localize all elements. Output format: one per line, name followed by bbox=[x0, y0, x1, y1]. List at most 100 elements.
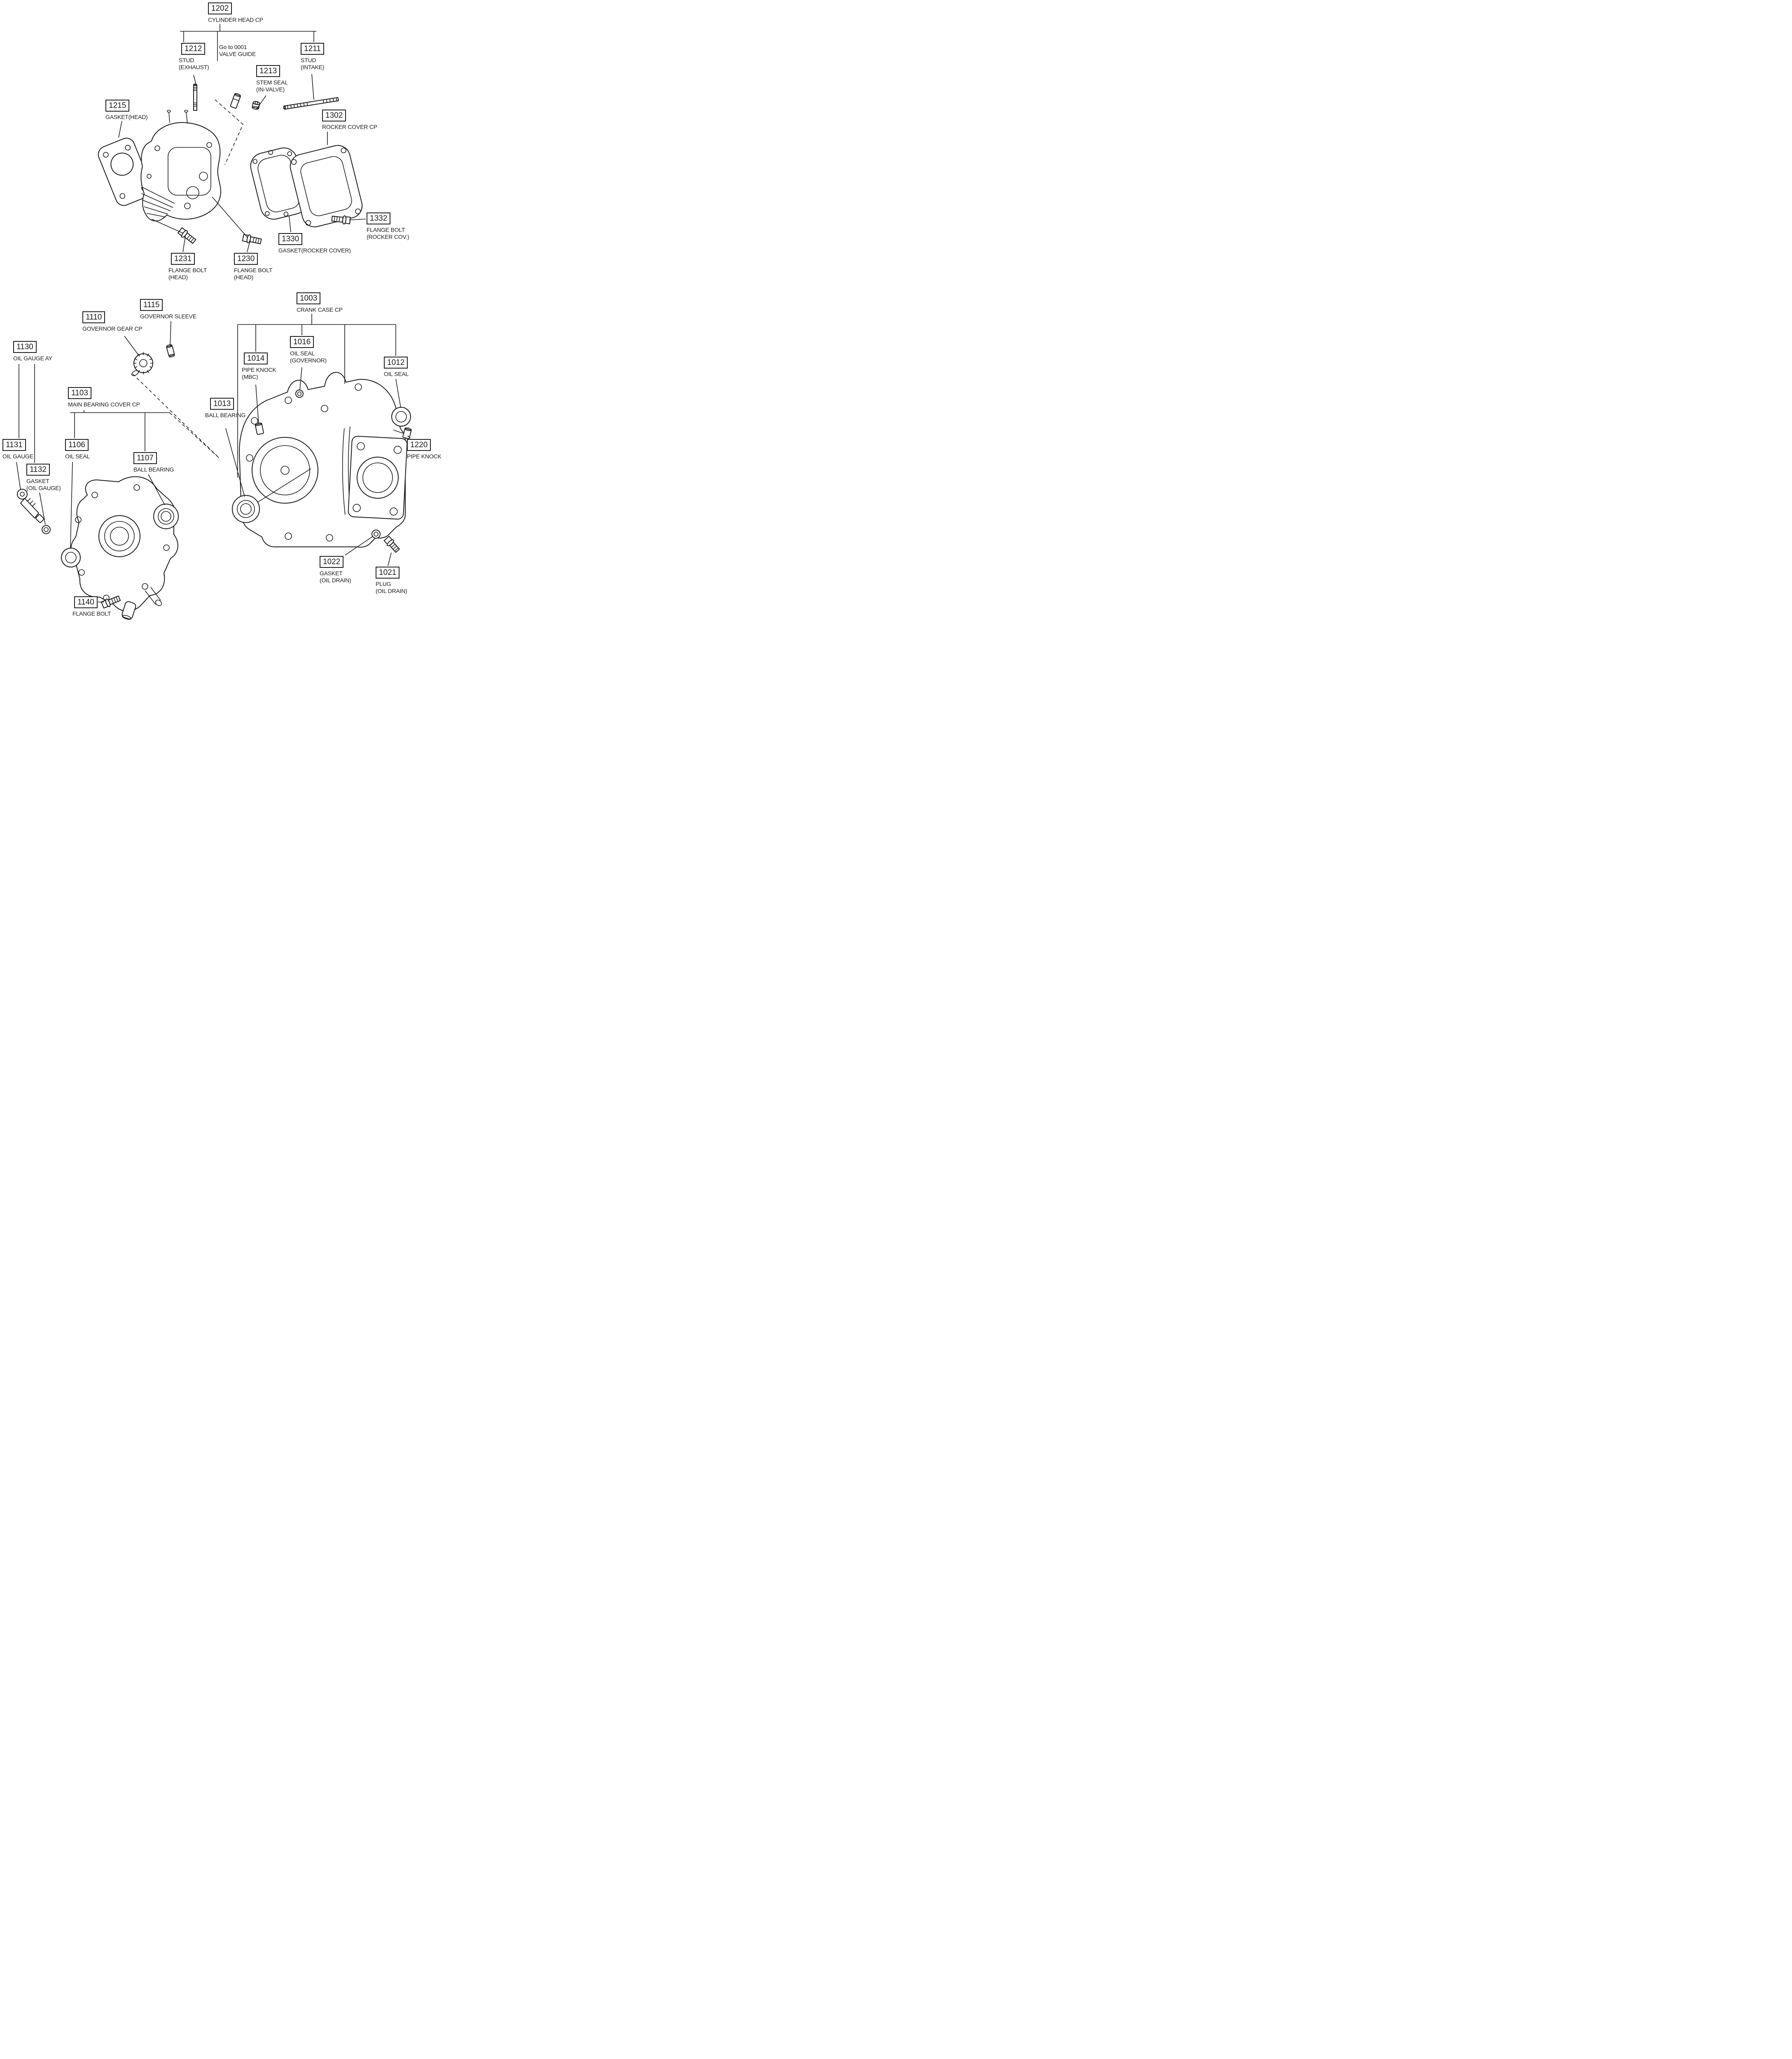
part-caption-1021: PLUG (OIL DRAIN) bbox=[376, 581, 407, 594]
part-caption-1013: BALL BEARING bbox=[205, 412, 246, 418]
part-number-1215: 1215 bbox=[105, 100, 130, 112]
pipe-knock-mbc-drawing bbox=[255, 423, 264, 435]
part-number-1022: 1022 bbox=[320, 556, 344, 568]
part-label-1220: 1220 PIPE KNOCK bbox=[407, 439, 442, 460]
part-caption-1220: PIPE KNOCK bbox=[407, 453, 442, 460]
part-number-1016: 1016 bbox=[290, 336, 314, 348]
part-caption-1230: FLANGE BOLT (HEAD) bbox=[234, 267, 273, 280]
stem-seal-drawing bbox=[252, 101, 260, 110]
part-label-1330: 1330 GASKET(ROCKER COVER) bbox=[278, 233, 351, 254]
part-caption-1212: STUD (EXHAUST) bbox=[179, 57, 209, 70]
part-label-1115: 1115 GOVERNOR SLEEVE bbox=[140, 299, 196, 320]
part-label-1013: 1013 BALL BEARING bbox=[205, 398, 245, 419]
part-caption-1003: CRANK CASE CP bbox=[297, 306, 343, 313]
part-number-1231: 1231 bbox=[171, 253, 195, 265]
part-label-1106: 1106 OIL SEAL bbox=[65, 439, 90, 460]
part-label-1215: 1215 GASKET(HEAD) bbox=[105, 100, 148, 121]
part-caption-1332: FLANGE BOLT (ROCKER COV.) bbox=[367, 226, 409, 240]
part-label-1014: 1014 PIPE KNOCK (MBC) bbox=[242, 353, 276, 381]
part-caption-1107: BALL BEARING bbox=[133, 466, 174, 473]
part-caption-1132: GASKET (OIL GAUGE) bbox=[26, 478, 61, 491]
part-number-1132: 1132 bbox=[26, 464, 50, 476]
part-number-1115: 1115 bbox=[140, 299, 163, 311]
oil-seal-governor-drawing bbox=[295, 390, 304, 398]
part-number-1013: 1013 bbox=[210, 398, 234, 410]
part-caption-1106: OIL SEAL bbox=[65, 453, 90, 460]
part-caption-1131: OIL GAUGE bbox=[2, 453, 33, 460]
part-label-1202: 1202 CYLINDER HEAD CP bbox=[208, 2, 263, 23]
part-caption-1016: OIL SEAL (GOVERNOR) bbox=[290, 350, 327, 364]
diagram-canvas: 1202 CYLINDER HEAD CP 1212 STUD (EXHAUST… bbox=[0, 0, 448, 631]
part-label-1110: 1110 GOVERNOR GEAR CP bbox=[82, 311, 143, 332]
part-caption-1110: GOVERNOR GEAR CP bbox=[82, 325, 143, 332]
part-number-1103: 1103 bbox=[68, 387, 91, 399]
part-number-1012: 1012 bbox=[384, 357, 408, 369]
part-number-1021: 1021 bbox=[376, 567, 400, 579]
part-number-1106: 1106 bbox=[65, 439, 89, 451]
part-number-1212: 1212 bbox=[181, 43, 206, 55]
part-caption-1215: GASKET(HEAD) bbox=[105, 114, 148, 120]
gasket-oil-drain-drawing bbox=[371, 530, 381, 539]
part-label-1212: 1212 STUD (EXHAUST) bbox=[179, 43, 209, 71]
part-label-1021: 1021 PLUG (OIL DRAIN) bbox=[376, 567, 407, 595]
flange-bolt-rocker-cover-drawing bbox=[331, 215, 351, 224]
ball-bearing-cover-drawing bbox=[153, 504, 179, 529]
part-number-1014: 1014 bbox=[244, 353, 268, 364]
bottom-right-connector-lines bbox=[225, 314, 411, 566]
cylinder-head-drawing bbox=[140, 110, 221, 222]
plug-oil-drain-drawing bbox=[383, 535, 400, 553]
part-number-1130: 1130 bbox=[13, 341, 37, 353]
part-caption-1213: STEM SEAL (IN-VALVE) bbox=[256, 79, 288, 93]
part-caption-1211: STUD (INTAKE) bbox=[301, 57, 325, 70]
part-caption-1140: FLANGE BOLT bbox=[72, 610, 111, 617]
part-label-1230: 1230 FLANGE BOLT (HEAD) bbox=[234, 253, 272, 281]
part-number-1330: 1330 bbox=[278, 233, 303, 245]
part-label-1016: 1016 OIL SEAL (GOVERNOR) bbox=[290, 336, 327, 364]
part-caption-1330: GASKET(ROCKER COVER) bbox=[278, 247, 351, 254]
flange-bolt-head-right-drawing bbox=[242, 234, 262, 245]
part-caption-1103: MAIN BEARING COVER CP bbox=[68, 401, 140, 408]
part-label-1022: 1022 GASKET (OIL DRAIN) bbox=[320, 556, 351, 584]
oil-seal-crankcase-drawing bbox=[391, 407, 411, 427]
oil-seal-cover-drawing bbox=[61, 548, 81, 567]
part-label-1131: 1131 OIL GAUGE bbox=[2, 439, 33, 460]
part-number-1107: 1107 bbox=[133, 452, 157, 464]
part-label-1332: 1332 FLANGE BOLT (ROCKER COV.) bbox=[367, 212, 409, 240]
part-label-1231: 1231 FLANGE BOLT (HEAD) bbox=[168, 253, 207, 281]
valve-guide-note: Go to 0001 VALVE GUIDE bbox=[219, 44, 256, 57]
pipe-knock-crankcase-drawing bbox=[402, 427, 412, 439]
part-label-1103: 1103 MAIN BEARING COVER CP bbox=[68, 387, 140, 408]
part-caption-1231: FLANGE BOLT (HEAD) bbox=[168, 267, 207, 280]
part-number-1230: 1230 bbox=[234, 253, 258, 265]
gasket-oil-gauge-drawing bbox=[42, 525, 51, 534]
part-caption-1202: CYLINDER HEAD CP bbox=[208, 16, 263, 23]
part-number-1213: 1213 bbox=[256, 65, 280, 77]
oil-gauge-drawing bbox=[17, 489, 44, 523]
part-label-1213: 1213 STEM SEAL (IN-VALVE) bbox=[256, 65, 288, 93]
flange-bolt-head-left-drawing bbox=[177, 227, 196, 244]
part-number-1110: 1110 bbox=[82, 311, 105, 323]
part-caption-1302: ROCKER COVER CP bbox=[322, 124, 377, 130]
part-number-1140: 1140 bbox=[74, 596, 98, 608]
part-label-1107: 1107 BALL BEARING bbox=[133, 452, 174, 473]
part-label-1003: 1003 CRANK CASE CP bbox=[297, 292, 343, 313]
valve-guide-drawing bbox=[230, 93, 241, 109]
part-label-1140: 1140 FLANGE BOLT bbox=[72, 596, 111, 617]
part-number-1003: 1003 bbox=[297, 292, 321, 304]
part-caption-1115: GOVERNOR SLEEVE bbox=[140, 313, 197, 320]
part-number-1220: 1220 bbox=[407, 439, 431, 451]
part-caption-1022: GASKET (OIL DRAIN) bbox=[320, 570, 351, 584]
part-label-1130: 1130 OIL GAUGE AY bbox=[13, 341, 52, 362]
governor-sleeve-drawing bbox=[166, 344, 175, 357]
part-label-1211: 1211 STUD (INTAKE) bbox=[301, 43, 324, 71]
ball-bearing-crankcase-drawing bbox=[232, 495, 260, 523]
stud-exhaust-drawing bbox=[193, 84, 197, 111]
main-bearing-cover-drawing bbox=[70, 476, 178, 620]
part-number-1332: 1332 bbox=[367, 212, 391, 224]
part-caption-1012: OIL SEAL bbox=[384, 371, 409, 377]
flange-bolt-cover-drawing bbox=[100, 595, 121, 609]
crank-case-drawing bbox=[239, 372, 408, 548]
part-number-1302: 1302 bbox=[322, 110, 346, 121]
part-caption-1014: PIPE KNOCK (MBC) bbox=[242, 367, 276, 380]
part-number-1211: 1211 bbox=[301, 43, 324, 55]
